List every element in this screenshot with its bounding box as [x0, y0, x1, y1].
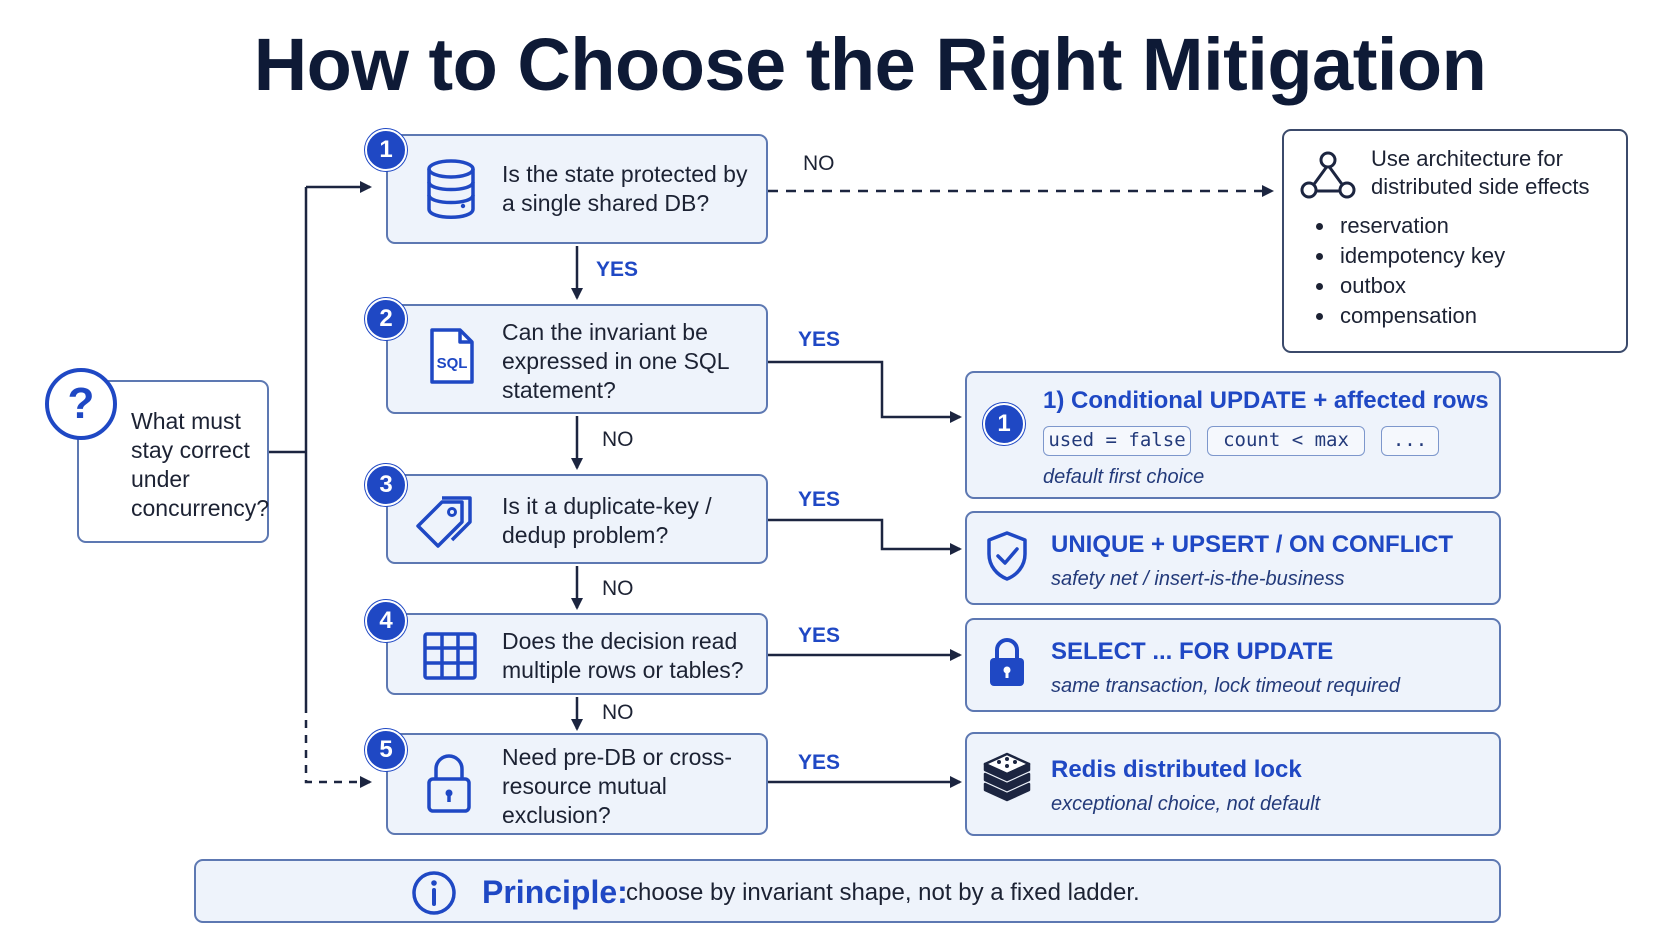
result-box-select-for-update: SELECT ... FOR UPDATE same transaction, … — [965, 618, 1501, 712]
result-subtitle-3: same transaction, lock timeout required — [1051, 675, 1401, 697]
result-title-1: 1) Conditional UPDATE + affected rows — [1043, 387, 1489, 414]
code-chip: ... — [1381, 426, 1439, 456]
step-badge-1: 1 — [365, 129, 407, 171]
question-circle-icon: ? — [45, 368, 117, 440]
result-box-unique-upsert: UNIQUE + UPSERT / ON CONFLICT safety net… — [965, 511, 1501, 605]
result-subtitle-4: exceptional choice, not default — [1051, 793, 1321, 815]
arrow-q2-yes — [768, 360, 962, 423]
step-badge-5: 5 — [365, 729, 407, 771]
sql-file-icon: SQL — [430, 328, 474, 384]
question-text-4: Does the decision read multiple rows or … — [502, 628, 744, 683]
table-grid-icon — [423, 632, 477, 680]
step-badge-3: 3 — [365, 464, 407, 506]
principle-label: Principle: — [482, 874, 628, 910]
architecture-title: Use architecture for distributed side ef… — [1371, 146, 1590, 199]
result-subtitle-1: default first choice — [1043, 466, 1205, 488]
architecture-item: outbox — [1336, 271, 1505, 301]
network-nodes-icon — [1300, 151, 1356, 199]
result-box-conditional-update: 1 1) Conditional UPDATE + affected rows … — [965, 371, 1501, 499]
redis-stack-icon — [983, 752, 1031, 802]
edge-label-q4-no: NO — [602, 701, 634, 724]
question-text-3: Is it a duplicate-key / dedup problem? — [502, 493, 712, 548]
architecture-item: reservation — [1336, 211, 1505, 241]
info-icon — [412, 871, 456, 915]
edge-label-q4-yes: YES — [798, 624, 841, 647]
architecture-item: idempotency key — [1336, 241, 1505, 271]
code-chip: count < max — [1207, 426, 1365, 456]
shield-check-icon — [987, 531, 1027, 581]
edge-label-q2-no: NO — [602, 428, 634, 451]
edge-label-q3-no: NO — [602, 577, 634, 600]
arrow-q3-yes — [768, 518, 962, 555]
question-text-2: Can the invariant be expressed in one SQ… — [502, 319, 729, 403]
question-box-1: Is the state protected by a single share… — [386, 134, 768, 244]
result-title-3: SELECT ... FOR UPDATE — [1051, 638, 1334, 665]
svg-text:SQL: SQL — [437, 355, 468, 372]
padlock-icon — [427, 754, 471, 813]
edge-label-q2-yes: YES — [798, 328, 841, 351]
architecture-item: compensation — [1336, 301, 1505, 331]
question-box-2: SQL Can the invariant be expressed in on… — [386, 304, 768, 414]
edge-label-q1-no: NO — [803, 152, 835, 175]
question-box-3: Is it a duplicate-key / dedup problem? — [386, 474, 768, 564]
start-box: What must stay correct under concurrency… — [77, 380, 269, 543]
result-title-2: UNIQUE + UPSERT / ON CONFLICT — [1051, 531, 1454, 558]
tags-icon — [416, 496, 472, 548]
result-badge-1: 1 — [983, 403, 1025, 445]
step-badge-4: 4 — [365, 600, 407, 642]
principle-text: choose by invariant shape, not by a fixe… — [626, 879, 1140, 906]
principle-banner: Principle: choose by invariant shape, no… — [194, 859, 1501, 923]
svg-text:?: ? — [68, 379, 95, 428]
page-title: How to Choose the Right Mitigation — [253, 23, 1487, 106]
database-icon — [427, 159, 475, 219]
edge-label-q5-yes: YES — [798, 751, 841, 774]
question-box-5: Need pre-DB or cross-resource mutual exc… — [386, 733, 768, 835]
step-badge-2: 2 — [365, 298, 407, 340]
arrow-to-q5-dashed — [304, 705, 372, 788]
result-box-redis-lock: Redis distributed lock exceptional choic… — [965, 732, 1501, 836]
result-title-4: Redis distributed lock — [1051, 756, 1302, 783]
question-text-1: Is the state protected by a single share… — [502, 161, 748, 216]
code-chip: used = false — [1043, 426, 1191, 456]
edge-label-q1-yes: YES — [596, 258, 639, 281]
question-text-5: Need pre-DB or cross-resource mutual exc… — [502, 744, 733, 828]
lock-icon — [990, 638, 1024, 686]
architecture-list: reservation idempotency key outbox compe… — [1314, 211, 1505, 331]
result-subtitle-2: safety net / insert-is-the-business — [1051, 568, 1345, 590]
architecture-box: Use architecture for distributed side ef… — [1282, 129, 1628, 353]
start-text: What must stay correct under concurrency… — [131, 408, 270, 521]
question-box-4: Does the decision read multiple rows or … — [386, 613, 768, 695]
edge-label-q3-yes: YES — [798, 488, 841, 511]
